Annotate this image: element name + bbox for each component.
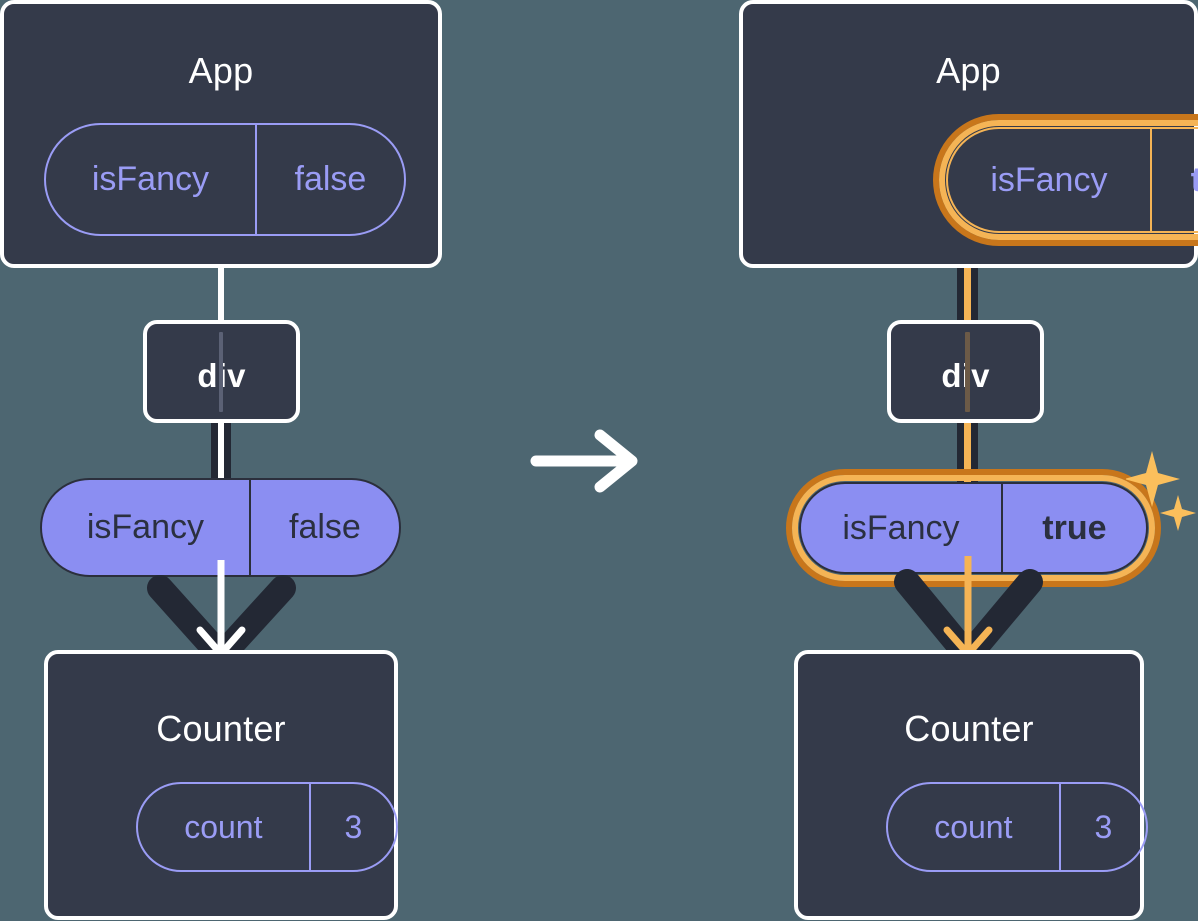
connector-inside-div	[219, 332, 223, 412]
app-state-key: isFancy	[990, 160, 1108, 199]
prop-value: true	[1000, 484, 1146, 572]
app-title: App	[188, 50, 254, 91]
app-component-box: App isFancy false	[0, 0, 442, 268]
app-state-pill: isFancy false	[44, 123, 406, 236]
connector-app-to-div	[964, 228, 971, 328]
prop-key: isFancy	[842, 508, 960, 547]
counter-state-key: count	[934, 808, 1013, 845]
panel-after: App isFancy true div isFancy true	[599, 0, 1198, 921]
counter-component-box: Counter count 3	[794, 650, 1148, 920]
counter-title: Counter	[904, 708, 1034, 749]
counter-title: Counter	[156, 708, 286, 749]
app-state-value: true	[1149, 129, 1198, 231]
counter-state-value: 3	[308, 784, 396, 870]
connector-app-to-div	[218, 265, 224, 325]
counter-state-pill: count 3	[886, 782, 1148, 872]
app-component-box: App isFancy true	[739, 0, 1198, 268]
connector-inside-div	[965, 332, 970, 412]
app-state-key: isFancy	[91, 160, 209, 198]
app-title: App	[936, 50, 1001, 91]
connector-div-to-prop	[218, 418, 224, 484]
counter-state-pill: count 3	[136, 782, 398, 872]
app-state-pill: isFancy true	[946, 127, 1198, 233]
prop-key: isFancy	[86, 508, 204, 546]
prop-value: false	[248, 480, 399, 575]
panel-before: App isFancy false div isFancy false	[0, 0, 442, 920]
counter-component-box: Counter count 3	[44, 650, 398, 920]
transition-arrow-right-icon	[530, 429, 638, 493]
prop-pill: isFancy true	[799, 482, 1148, 574]
app-state-value: false	[254, 125, 404, 234]
counter-state-key: count	[184, 808, 263, 845]
connector-div-to-prop	[964, 418, 971, 488]
counter-state-value: 3	[1058, 784, 1146, 870]
